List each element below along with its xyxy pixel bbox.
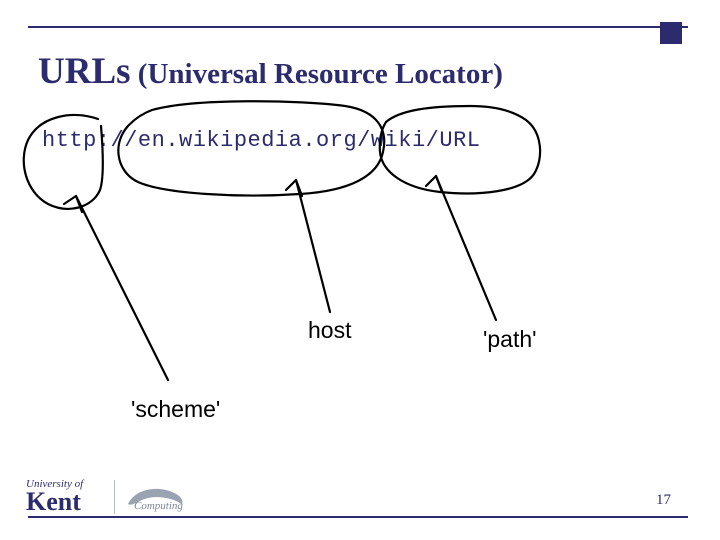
title-main-text: URLs [38,51,131,92]
title-sub-text: (Universal Resource Locator) [137,58,503,90]
footer-divider [28,516,688,518]
header-divider [28,26,688,28]
arrow-to-scheme [74,194,170,382]
annotation-label-scheme: 'scheme' [131,396,221,422]
computing-swoosh-icon [128,488,183,505]
page-title: URLs (Universal Resource Locator) [38,50,678,93]
logo-kent-text: Kent [26,487,81,516]
annotation-label-host: host [308,317,352,343]
arrow-to-host-head [284,178,304,198]
url-text: http://en.wikipedia.org/wiki/URL [42,128,481,153]
arrow-to-host [294,178,332,314]
logo-university-text: University of [26,478,84,490]
slide-number: 17 [656,492,671,508]
university-of-kent-logo: University of Kent Computing [26,478,201,518]
annotation-label-path: 'path' [483,326,537,352]
header-square-decoration [660,22,682,44]
logo-computing-text: Computing [134,500,183,512]
arrow-to-path-head [424,174,444,194]
arrow-to-scheme-head [62,194,84,214]
logo-divider [114,480,115,514]
arrow-to-path [434,174,498,322]
